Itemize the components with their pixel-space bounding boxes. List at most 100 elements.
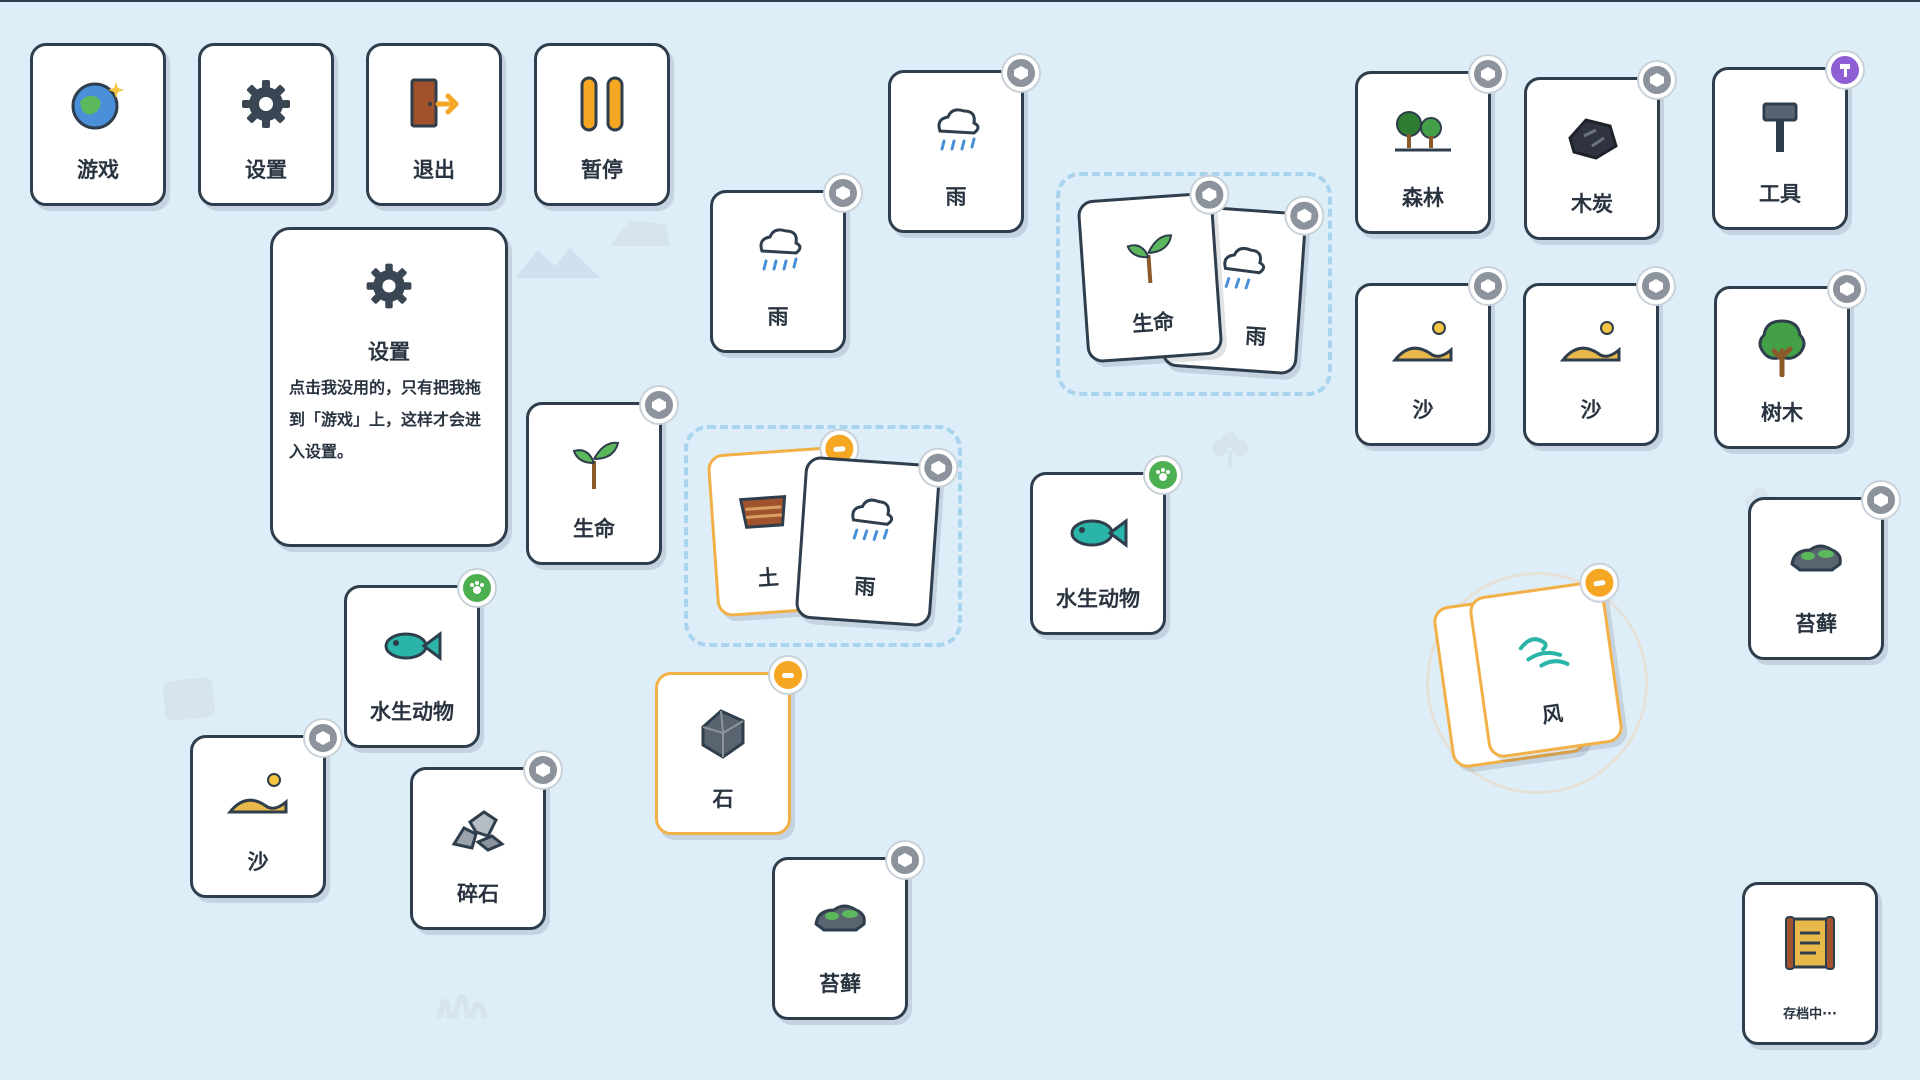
rain-cloud-icon — [802, 487, 936, 556]
card-label: 苔藓 — [819, 972, 861, 996]
scroll-icon — [1745, 913, 1875, 973]
cube-badge-icon — [919, 448, 958, 487]
card-label: 沙 — [1412, 398, 1434, 422]
card-label: 沙 — [247, 850, 269, 874]
charcoal-icon — [1527, 108, 1657, 168]
card-label: 生命 — [573, 517, 615, 541]
card-earth-stacked[interactable]: 土 — [706, 429, 859, 618]
top-border — [0, 0, 1920, 2]
cube-badge-icon — [525, 752, 561, 788]
link-badge-icon — [770, 657, 806, 693]
card-label: 工具 — [1759, 182, 1801, 206]
menu-label-exit: 退出 — [413, 158, 455, 182]
card-sand[interactable]: 沙 — [1523, 268, 1674, 446]
cube-badge-icon — [1003, 55, 1039, 91]
save-card[interactable]: 存档中··· — [1742, 882, 1878, 1045]
gear-icon — [201, 74, 331, 134]
sand-dune-icon — [193, 766, 323, 826]
card-label: 雨 — [945, 185, 967, 209]
cube-badge-icon — [1639, 62, 1675, 98]
menu-card-pause[interactable]: 暂停 — [534, 43, 670, 206]
cube-badge-icon — [1829, 271, 1865, 307]
card-label: 水生动物 — [370, 700, 454, 724]
card-moss[interactable]: 苔藓 — [772, 842, 923, 1020]
card-label: 雨 — [853, 574, 877, 600]
cube-badge-icon — [1190, 175, 1229, 214]
fish-icon — [1033, 503, 1163, 563]
card-aquatic-animal[interactable]: 水生动物 — [1030, 457, 1181, 635]
menu-card-game[interactable]: 游戏 — [30, 43, 166, 206]
paw-badge-icon — [1145, 457, 1181, 493]
card-label: 风 — [1540, 701, 1565, 728]
card-wind[interactable]: 风 — [1467, 562, 1625, 760]
card-sand[interactable]: 沙 — [1355, 268, 1506, 446]
stack-highlight — [684, 425, 962, 647]
hill-decoration — [610, 220, 670, 246]
menu-card-settings[interactable]: 设置 — [198, 43, 334, 206]
moss-rock-icon — [775, 888, 905, 948]
card-stone[interactable]: 石 — [655, 657, 806, 835]
card-rain[interactable]: 雨 — [888, 55, 1039, 233]
cube-badge-icon — [1863, 482, 1899, 518]
card-label: 树木 — [1761, 401, 1803, 425]
menu-label-game: 游戏 — [77, 158, 119, 182]
sand-dune-icon — [1526, 314, 1656, 374]
card-sand[interactable]: 沙 — [190, 720, 341, 898]
rain-cloud-icon — [891, 101, 1021, 161]
fish-icon — [347, 616, 477, 676]
cube-badge-icon — [305, 720, 341, 756]
menu-label-settings: 设置 — [245, 158, 287, 182]
link-badge-icon — [1579, 562, 1620, 604]
card-label: 木炭 — [1571, 192, 1613, 216]
card-decoration — [162, 677, 216, 721]
card-life[interactable]: 生命 — [526, 387, 677, 565]
mountain-decoration — [515, 248, 600, 278]
link-badge-icon — [820, 429, 859, 468]
rain-cloud-icon — [713, 221, 843, 281]
tooltip-body: 点击我没用的，只有把我拖到「游戏」上，这样才会进入设置。 — [289, 378, 482, 461]
gear-icon — [273, 258, 505, 314]
hammer-badge-icon — [1827, 52, 1863, 88]
forest-icon — [1358, 102, 1488, 162]
menu-card-exit[interactable]: 退出 — [366, 43, 502, 206]
settings-tooltip: 设置 点击我没用的，只有把我拖到「游戏」上，这样才会进入设置。 — [270, 227, 508, 547]
wind-icon — [1475, 610, 1612, 688]
tree-icon — [1717, 317, 1847, 377]
dirt-block-icon — [682, 477, 846, 548]
card-charcoal[interactable]: 木炭 — [1524, 62, 1675, 240]
paw-badge-icon — [459, 570, 495, 606]
card-rain-stacked[interactable]: 雨 — [794, 448, 958, 628]
card-tool[interactable]: 工具 — [1712, 52, 1863, 230]
stone-icon — [658, 703, 788, 763]
card-label: 森林 — [1402, 186, 1444, 210]
card-label: 石 — [712, 787, 734, 811]
card-gravel[interactable]: 碎石 — [410, 752, 561, 930]
moss-rock-icon — [1751, 528, 1881, 588]
card-label: 雨 — [1244, 323, 1268, 350]
gravel-icon — [413, 798, 543, 858]
card-label: 碎石 — [457, 882, 499, 906]
cube-badge-icon — [825, 175, 861, 211]
card-aquatic-animal[interactable]: 水生动物 — [344, 570, 495, 748]
exit-door-icon — [369, 74, 499, 134]
card-label: 苔藓 — [1795, 612, 1837, 636]
grass-decoration — [437, 993, 488, 1019]
card-label: 沙 — [1580, 398, 1602, 422]
cube-badge-icon — [1470, 268, 1506, 304]
stack-highlight — [1056, 172, 1332, 396]
menu-label-pause: 暂停 — [581, 158, 623, 182]
flower-decoration — [1212, 432, 1248, 468]
cube-badge-icon — [1638, 268, 1674, 304]
globe-icon — [33, 74, 163, 134]
card-moss[interactable]: 苔藓 — [1748, 482, 1899, 660]
card-tree[interactable]: 树木 — [1714, 271, 1865, 449]
pause-icon — [537, 74, 667, 134]
card-life-stacked[interactable]: 生命 — [1076, 175, 1229, 364]
card-forest[interactable]: 森林 — [1355, 56, 1506, 234]
card-label: 雨 — [767, 305, 789, 329]
save-status-label: 存档中··· — [1783, 1007, 1837, 1022]
cube-badge-icon — [1470, 56, 1506, 92]
card-rain-stacked[interactable]: 雨 — [1160, 196, 1324, 376]
sprout-icon — [529, 433, 659, 493]
card-rain[interactable]: 雨 — [710, 175, 861, 353]
